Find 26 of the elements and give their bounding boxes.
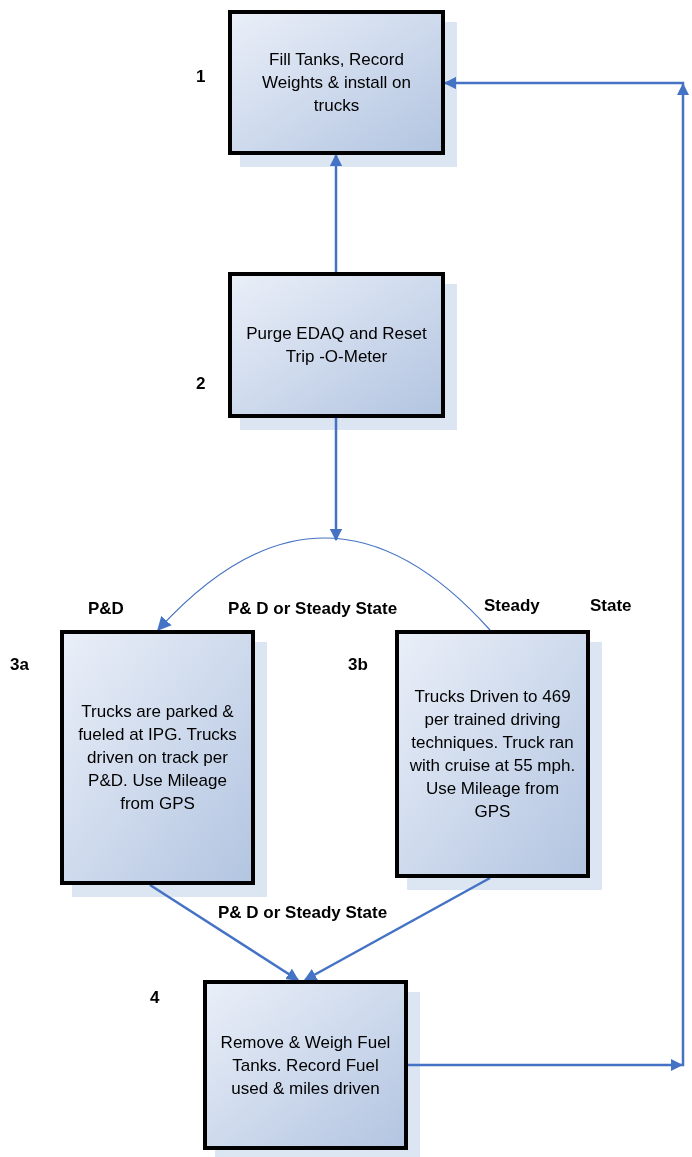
box-text: Trucks are parked & fueled at IPG. Trucks driven on track per P&D. Use Mileage from GPS: [77, 701, 238, 815]
process-box: [395, 630, 590, 878]
step-number: 3b: [348, 654, 368, 676]
path-label: P& D or Steady State: [228, 598, 398, 620]
step-number: 2: [196, 373, 206, 395]
path-label: State: [590, 595, 632, 617]
arrow: [329, 418, 343, 542]
path-label: P&D: [88, 598, 124, 620]
process-box: [228, 272, 445, 418]
box-text: Purge EDAQ and Reset Trip -O-Meter: [245, 323, 428, 368]
process-box: [60, 630, 255, 885]
arrow: [329, 153, 343, 272]
process-box: [203, 980, 408, 1150]
box-text: Trucks Driven to 469 per trained driving techniques. Truck ran with cruise at 55 mph. Use Mileage from GPS: [408, 686, 577, 823]
arrow: [303, 876, 491, 982]
arrow: [157, 537, 491, 631]
box-text: Fill Tanks, Record Weights & install on trucks: [261, 49, 412, 117]
box-text: Remove & Weigh Fuel Tanks. Record Fuel used & miles driven: [219, 1031, 392, 1100]
process-box: [228, 10, 445, 155]
path-label: P& D or Steady State: [218, 902, 388, 924]
path-label: Steady: [484, 595, 540, 617]
arrow: [408, 76, 689, 1071]
arrow: [149, 883, 300, 982]
step-number: 4: [150, 987, 160, 1009]
step-number: 3a: [10, 654, 29, 676]
step-number: 1: [196, 66, 206, 88]
